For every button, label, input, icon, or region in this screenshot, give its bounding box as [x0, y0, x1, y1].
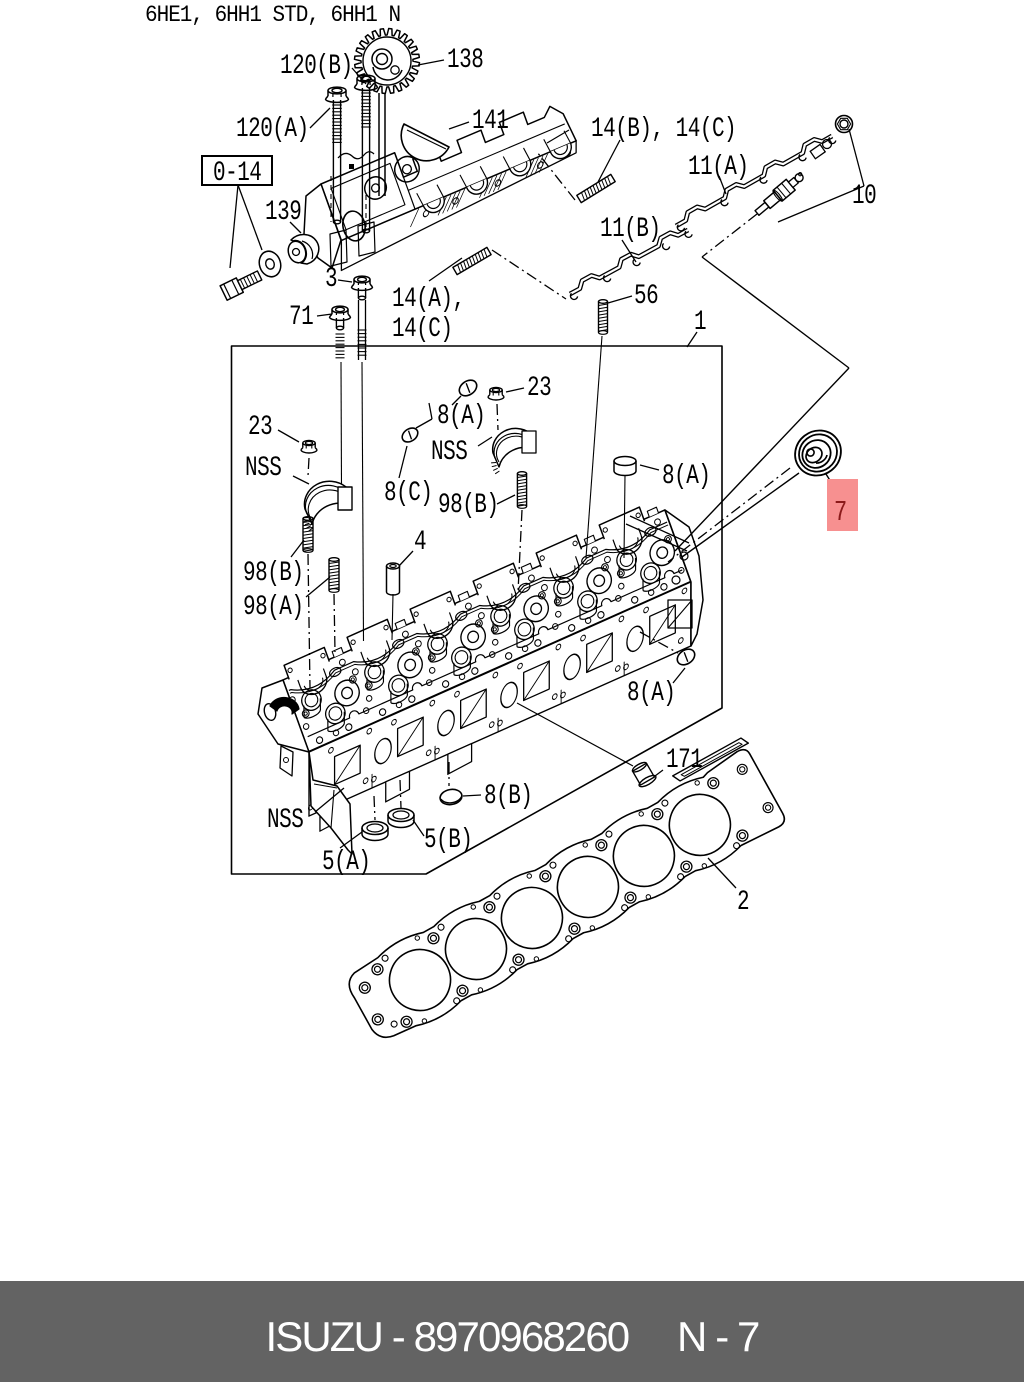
- svg-text:141: 141: [472, 107, 508, 137]
- svg-text:0-14: 0-14: [213, 159, 261, 189]
- svg-text:120(B): 120(B): [280, 52, 353, 82]
- svg-text:8(A): 8(A): [627, 679, 675, 709]
- svg-text:56: 56: [634, 282, 658, 312]
- svg-text:5(A): 5(A): [322, 848, 370, 878]
- svg-text:138: 138: [447, 46, 483, 76]
- svg-text:10: 10: [852, 182, 876, 212]
- svg-text:139: 139: [265, 198, 301, 228]
- svg-text:14(B), 14(C): 14(B), 14(C): [591, 115, 736, 145]
- svg-text:5(B): 5(B): [424, 826, 472, 856]
- svg-text:14(A),: 14(A),: [392, 285, 465, 315]
- svg-text:NSS: NSS: [245, 454, 281, 484]
- svg-text:11(B): 11(B): [600, 215, 660, 245]
- svg-text:98(B): 98(B): [438, 491, 498, 521]
- svg-text:23: 23: [527, 374, 551, 404]
- svg-text:4: 4: [414, 528, 426, 558]
- svg-text:11(A): 11(A): [688, 153, 748, 183]
- svg-text:71: 71: [289, 303, 313, 333]
- svg-text:6HE1, 6HH1 STD, 6HH1 N: 6HE1, 6HH1 STD, 6HH1 N: [145, 2, 400, 28]
- svg-text:171: 171: [666, 746, 702, 776]
- svg-text:98(B): 98(B): [243, 559, 303, 589]
- svg-text:2: 2: [737, 888, 749, 918]
- svg-text:7: 7: [834, 496, 847, 529]
- svg-text:3: 3: [325, 265, 337, 295]
- svg-text:14(C): 14(C): [392, 315, 452, 345]
- svg-text:98(A): 98(A): [243, 593, 303, 623]
- svg-text:8(C): 8(C): [384, 479, 432, 509]
- svg-text:8(A): 8(A): [437, 402, 485, 432]
- svg-text:8(A): 8(A): [662, 462, 710, 492]
- svg-text:NSS: NSS: [431, 438, 467, 468]
- svg-text:23: 23: [248, 413, 272, 443]
- svg-text:120(A): 120(A): [236, 115, 309, 145]
- svg-text:NSS: NSS: [267, 806, 303, 836]
- svg-text:8(B): 8(B): [484, 782, 532, 812]
